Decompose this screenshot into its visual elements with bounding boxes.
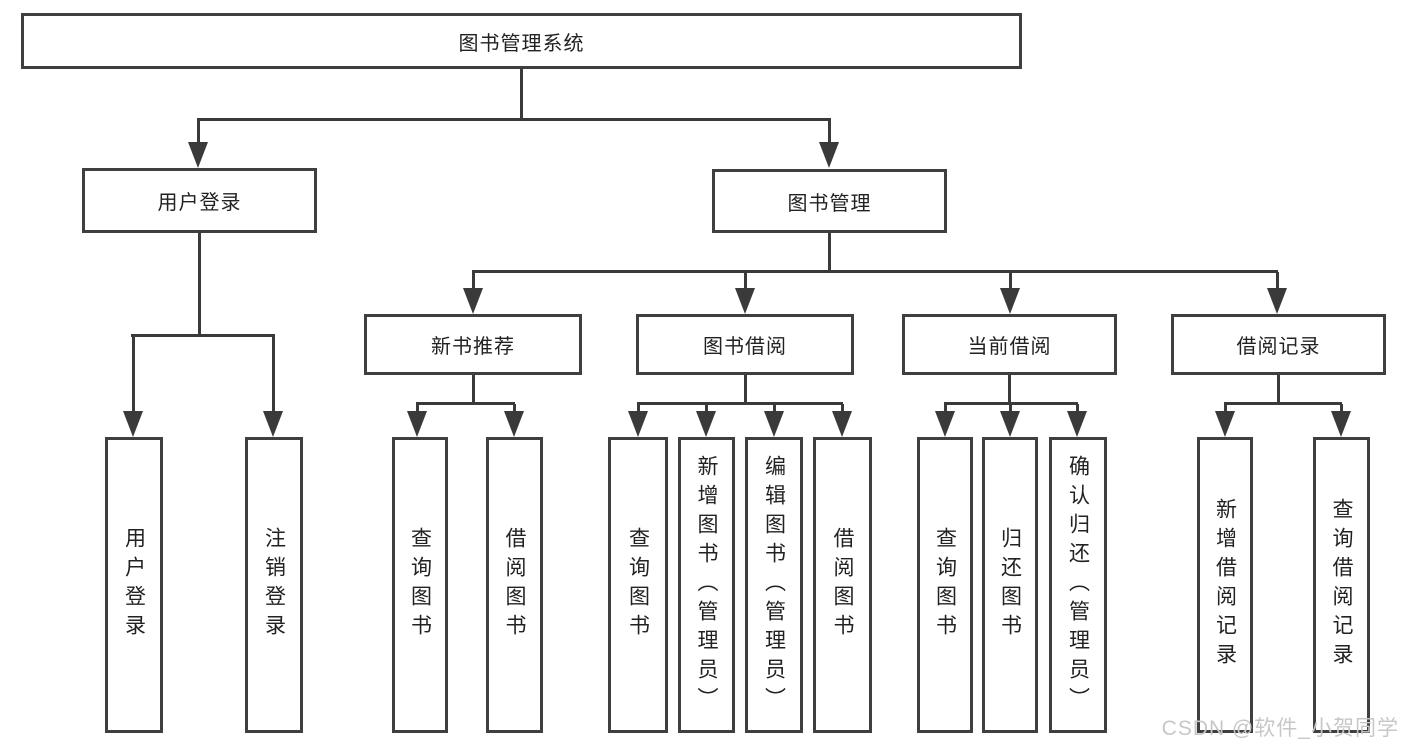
connector-line [828,233,831,272]
arrow-down-icon [818,120,840,168]
leaf-recommend-borrow-books: 借阅图书 [486,437,543,733]
node-book-management-label: 图书管理 [787,192,872,215]
node-book-borrow: 图书借阅 [636,314,854,375]
leaf-logout: 注销登录 [245,437,303,733]
connector-line [520,69,523,121]
arrow-down-icon [627,404,649,437]
arrow-down-icon [1066,404,1088,437]
leaf-borrow-query-books: 查询图书 [608,437,668,733]
node-new-book-recommend: 新书推荐 [364,314,582,375]
leaf-label: 借阅图书 [831,527,854,643]
leaf-current-return-books: 归还图书 [982,437,1038,733]
connector-line [1224,402,1342,405]
node-new-book-recommend-label: 新书推荐 [431,336,515,358]
arrow-down-icon [831,404,853,437]
leaf-current-confirm-return-admin: 确认归还（管理员） [1049,437,1107,733]
arrow-down-icon [999,272,1021,314]
arrow-down-icon [262,336,284,437]
leaf-user-login-label: 用户登录 [122,527,146,643]
connector-line [944,402,1078,405]
connector-line [743,375,747,404]
watermark: CSDN @软件_小贺同学 [1161,717,1399,740]
arrow-down-icon [503,404,525,437]
node-user-login-label: 用户登录 [157,192,242,214]
arrow-down-icon [462,272,484,314]
arrow-down-icon [934,404,956,437]
connector-line [1008,375,1011,404]
connector-line [1277,375,1280,404]
node-user-login: 用户登录 [82,168,317,233]
connector-line [197,118,831,121]
arrow-down-icon [187,120,209,168]
leaf-label: 新增借阅记录 [1213,498,1237,672]
arrow-down-icon [734,272,756,314]
arrow-down-icon [406,404,428,437]
leaf-label: 编辑图书（管理员） [762,454,786,716]
node-borrow-records: 借阅记录 [1171,314,1386,375]
connector-line [471,375,475,404]
leaf-label: 查询图书 [626,527,650,643]
arrow-down-icon [122,336,144,437]
leaf-borrow-borrow-books: 借阅图书 [813,437,872,733]
leaf-label: 查询图书 [933,527,957,643]
arrow-down-icon [999,404,1021,437]
leaf-records-query-record: 查询借阅记录 [1313,437,1370,733]
arrow-down-icon [1266,272,1288,314]
arrow-down-icon [1330,404,1352,437]
leaf-label: 查询借阅记录 [1330,498,1353,672]
node-root: 图书管理系统 [21,13,1022,69]
leaf-records-add-record: 新增借阅记录 [1197,437,1253,733]
leaf-label: 确认归还（管理员） [1066,454,1090,716]
leaf-borrow-edit-books-admin: 编辑图书（管理员） [745,437,803,733]
arrow-down-icon [1214,404,1236,437]
leaf-label: 归还图书 [998,527,1022,643]
connector-line [198,233,201,337]
node-book-management: 图书管理 [712,169,947,233]
node-root-label: 图书管理系统 [458,32,585,55]
connector-line [416,402,515,405]
node-book-borrow-label: 图书借阅 [703,336,787,358]
leaf-label: 新增图书（管理员） [695,454,718,716]
leaf-current-query-books: 查询图书 [917,437,973,733]
node-borrow-records-label: 借阅记录 [1236,336,1321,358]
connector-line [472,270,1278,273]
node-current-borrow-label: 当前借阅 [967,336,1052,358]
leaf-borrow-add-books-admin: 新增图书（管理员） [678,437,735,733]
node-current-borrow: 当前借阅 [902,314,1117,375]
arrow-down-icon [695,404,717,437]
leaf-user-login: 用户登录 [105,437,163,733]
leaf-logout-label: 注销登录 [262,527,286,643]
connector-line [637,402,843,405]
leaf-recommend-query-books: 查询图书 [392,437,448,733]
connector-line [131,334,275,337]
leaf-label: 查询图书 [408,527,432,643]
leaf-label: 借阅图书 [503,527,526,643]
arrow-down-icon [763,404,785,437]
